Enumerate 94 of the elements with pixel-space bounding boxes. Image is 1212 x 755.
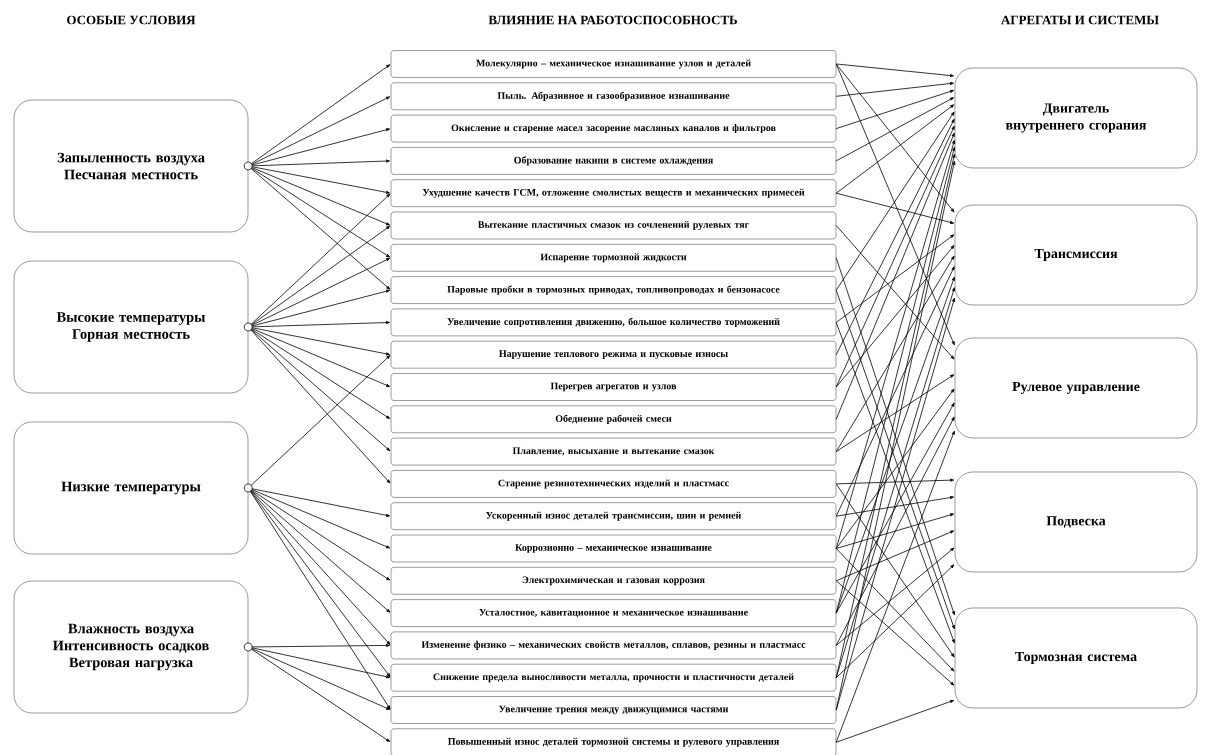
arrow: [835, 63, 954, 78]
arrow: [251, 167, 391, 258]
arrow: [250, 329, 391, 452]
arrow: [835, 374, 955, 452]
arrow: [835, 245, 955, 388]
arrow: [835, 225, 955, 360]
condition-box: Низкие температуры: [13, 421, 253, 555]
effect-box: Ухудшение качеств ГСМ, отложение смолистых веществ и механических примесей: [390, 179, 837, 207]
arrow: [250, 490, 391, 645]
effect-box: Изменение физико – механических свойств металлов, сплавов, резины и пластмасс: [390, 631, 837, 660]
arrow: [835, 547, 955, 646]
arrow: [835, 97, 955, 162]
arrow: [835, 82, 954, 97]
arrow: [835, 580, 955, 686]
arrow: [835, 234, 955, 323]
arrow: [835, 496, 954, 517]
effect-box: Усталостное, кавитационное и механическое изнашивание: [390, 599, 837, 627]
system-box: Трансмиссия: [954, 204, 1198, 306]
arrow: [251, 225, 391, 326]
effect-box: Молекулярно – механическое изнашивание узлов и деталей: [390, 50, 837, 78]
arrow: [249, 490, 391, 710]
condition-box: Влажность воздуха Интенсивность осадков Ветровая нагрузка: [13, 580, 253, 714]
effect-box: Увеличение сопротивления движению, большое количество торможений: [390, 308, 837, 337]
arrow: [250, 490, 391, 678]
arrow: [251, 488, 390, 517]
arrow: [835, 104, 955, 194]
arrow: [835, 483, 955, 658]
effect-box: Снижение предела выносливости металла, прочности и пластичности деталей: [390, 664, 837, 692]
arrow: [251, 328, 391, 387]
effect-box: Коррозионно – механическое изнашивание: [390, 534, 837, 563]
effect-box: Испарение тормозной жидкости: [390, 244, 837, 272]
arrow: [835, 89, 954, 129]
arrow: [835, 63, 955, 346]
effect-box: Ускоренный износ деталей трансмиссии, шин и ремней: [390, 502, 837, 530]
arrow: [835, 255, 955, 452]
arrow: [835, 513, 954, 549]
arrow: [835, 416, 955, 646]
arrow: [835, 111, 955, 291]
arrow: [250, 168, 391, 290]
arrow: [835, 564, 955, 679]
arrow: [835, 478, 954, 485]
effect-box: Электрохимическая и газовая коррозия: [390, 567, 837, 595]
arrow: [251, 489, 391, 549]
arrow: [250, 355, 391, 486]
arrow: [835, 430, 955, 743]
arrow: [251, 96, 391, 165]
effect-box: Вытекание пластичных смазок из сочленений рулевых тяг: [390, 211, 837, 240]
arrow: [251, 257, 391, 326]
arrow: [251, 643, 390, 648]
arrow: [251, 289, 390, 327]
arrow: [835, 63, 955, 213]
arrow: [835, 139, 955, 549]
arrow: [250, 329, 391, 484]
effect-box: Нарушение теплового режима и пусковые износы: [390, 341, 837, 369]
effect-box: Повышенный износ деталей тормозной системы и рулевого управления: [390, 728, 837, 755]
arrow: [835, 192, 954, 224]
arrow: [251, 167, 391, 226]
system-box: Подвеска: [954, 471, 1198, 573]
effect-box: Образование накипи в системе охлаждения: [390, 147, 837, 175]
effect-box: Перегрев агрегатов и узлов: [390, 373, 837, 401]
effect-box: Окисление и старение масел засорение масляных каналов и фильтров: [390, 114, 837, 143]
arrow: [835, 548, 955, 672]
effect-box: Пыль. Абразивное и газообразивное изнашивание: [390, 82, 837, 110]
column-heading: АГРЕГАТЫ И СИСТЕМЫ: [1001, 15, 1159, 25]
arrow: [835, 700, 954, 743]
arrow: [835, 402, 955, 614]
arrow: [251, 321, 390, 328]
arrow: [251, 128, 390, 166]
arrow: [835, 266, 955, 517]
system-box: Тормозная система: [954, 607, 1198, 709]
condition-box: Запыленность воздуха Песчаная местность: [13, 99, 253, 233]
column-heading: ВЛИЯНИЕ НА РАБОТОСПОСОБНОСТЬ: [488, 15, 738, 25]
arrow: [251, 489, 391, 581]
effect-box: Плавление, высыхание и вытекание смазок: [390, 437, 837, 466]
effect-box: Паровые пробки в тормозных приводах, топливопроводах и бензонасосе: [390, 276, 837, 304]
effect-box: Увеличение трения между движущимися частями: [390, 696, 837, 724]
effect-box: Старение резинотехнических изделий и пластмасс: [390, 470, 837, 498]
arrow: [251, 327, 390, 356]
condition-box: Высокие температуры Горная местность: [13, 260, 253, 394]
arrow: [250, 193, 391, 325]
arrow: [251, 159, 390, 167]
system-box: Двигатель внутреннего сгорания: [954, 67, 1198, 169]
arrow: [250, 490, 391, 613]
arrow: [251, 166, 390, 194]
column-heading: ОСОБЫЕ УСЛОВИЯ: [67, 15, 196, 25]
arrow: [251, 328, 391, 419]
effect-box: Обеднение рабочей смеси: [390, 405, 837, 433]
system-box: Рулевое управление: [954, 337, 1198, 439]
arrow: [251, 64, 391, 165]
arrow: [251, 648, 391, 710]
arrow: [251, 647, 390, 679]
arrow: [835, 530, 955, 582]
arrow: [835, 388, 955, 549]
arrow: [251, 648, 391, 742]
